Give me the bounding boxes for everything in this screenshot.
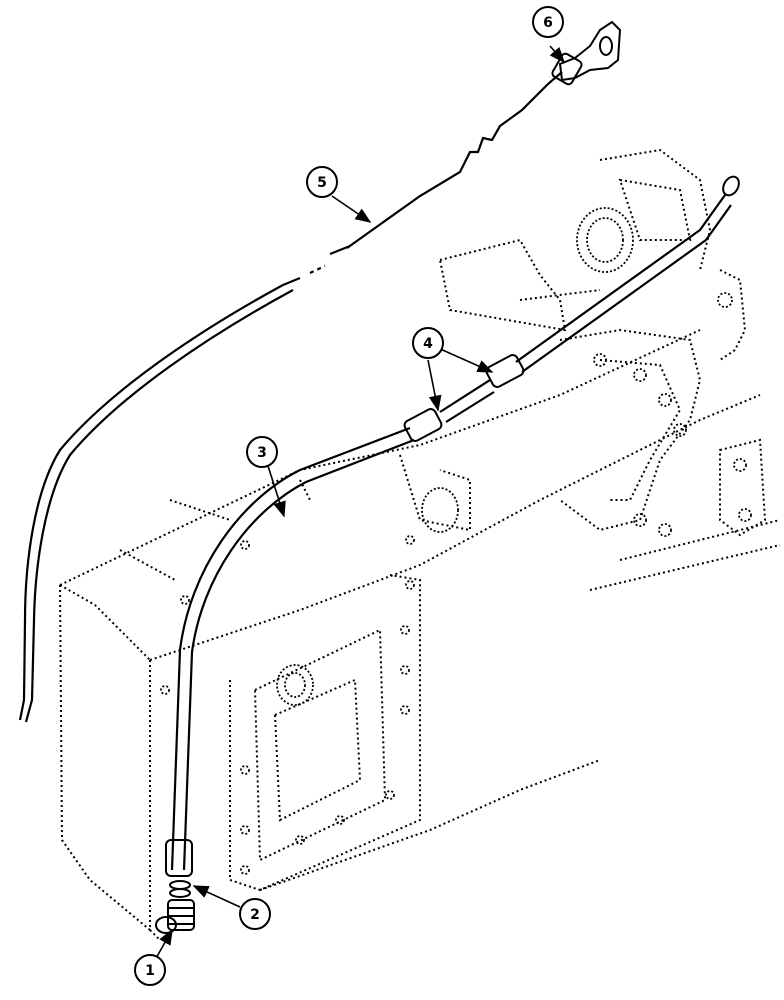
transmission-housing <box>59 148 781 941</box>
callout-4-label: 4 <box>423 336 433 352</box>
leader-lines <box>154 45 566 961</box>
callout-4: 4 <box>412 327 444 359</box>
callout-5: 5 <box>306 166 338 198</box>
callout-1: 1 <box>134 954 166 986</box>
callout-1-label: 1 <box>145 963 155 979</box>
dipstick-tube <box>155 175 740 934</box>
callout-6-label: 6 <box>543 15 553 31</box>
callout-3: 3 <box>246 436 278 468</box>
housing-bolt-holes <box>160 207 752 875</box>
callout-6: 6 <box>532 6 564 38</box>
callout-5-label: 5 <box>317 175 327 191</box>
callout-3-label: 3 <box>257 445 267 461</box>
callout-2-label: 2 <box>250 907 260 923</box>
callout-2: 2 <box>239 898 271 930</box>
dipstick <box>18 20 622 723</box>
